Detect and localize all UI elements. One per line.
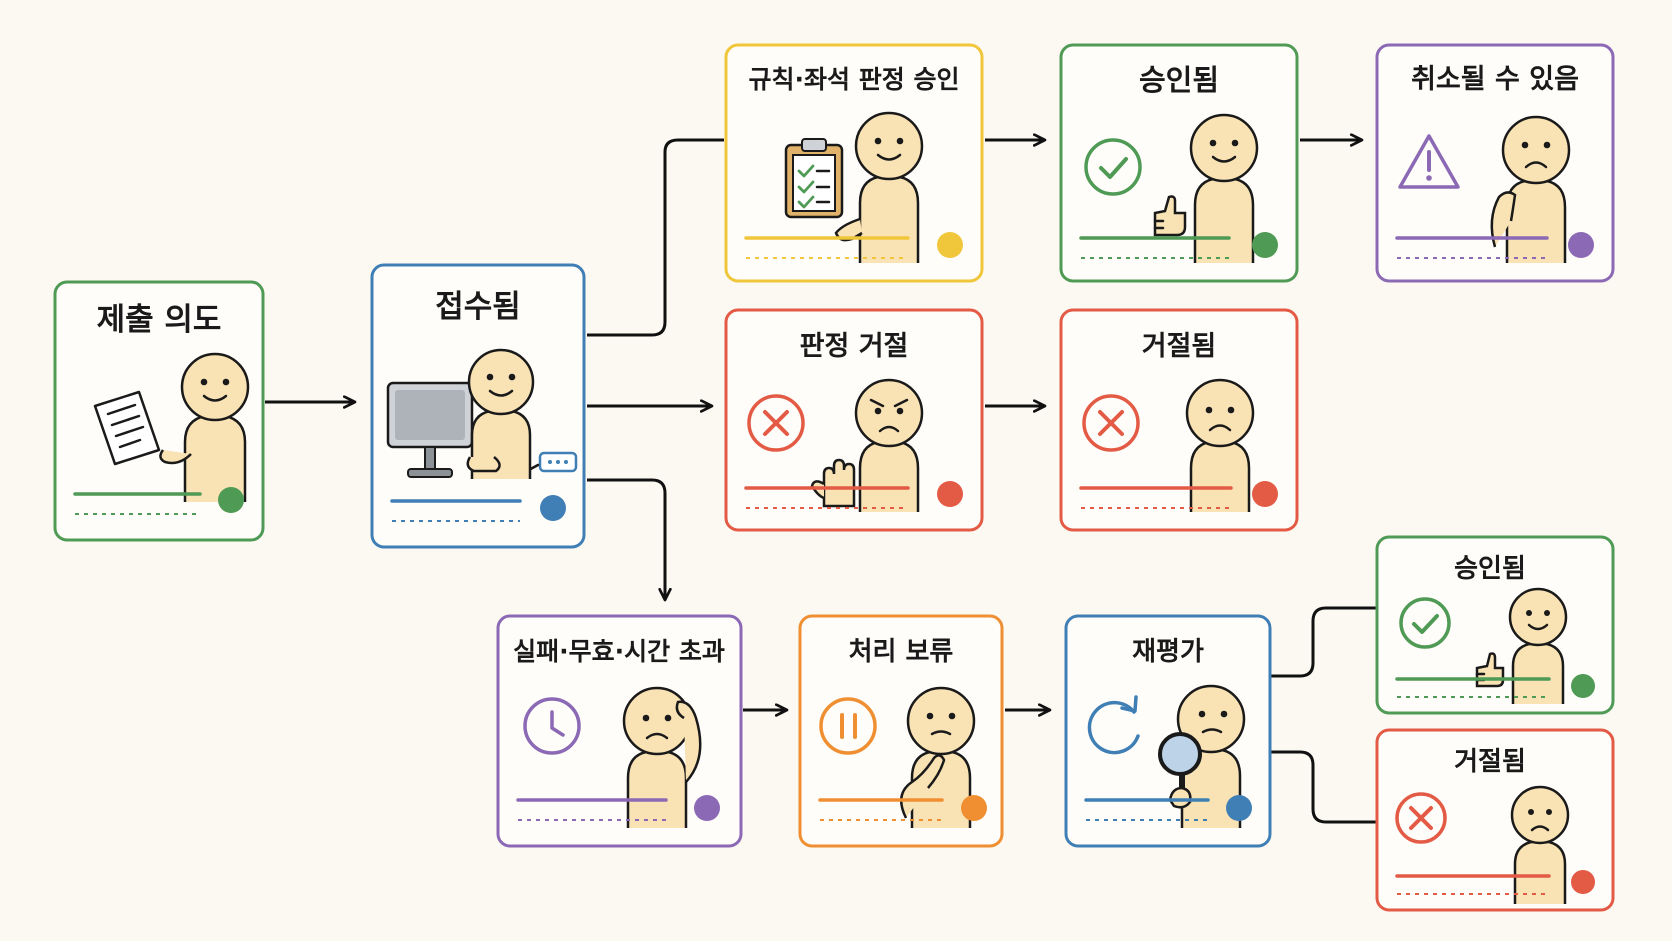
status-dot [937, 232, 963, 258]
node-title: 재평가 [1132, 637, 1204, 667]
node-rejected-2[interactable]: 거절됨 [1375, 728, 1615, 912]
node-title: 취소될 수 있음 [1411, 64, 1579, 95]
character-confused [622, 686, 702, 828]
node-title: 규칙·좌석 판정 승인 [749, 65, 960, 94]
connectors [265, 133, 1376, 824]
node-title: 처리 보류 [849, 637, 954, 667]
node-reevaluate[interactable]: 재평가 [1064, 614, 1272, 848]
stop-hand-icon [810, 458, 856, 508]
clock-icon [523, 697, 581, 755]
node-on-hold[interactable]: 처리 보류 [798, 614, 1004, 848]
node-failure[interactable]: 실패·무효·시간 초과 [496, 614, 743, 848]
document-icon [93, 390, 161, 466]
status-dot [218, 487, 244, 513]
magnifier-icon [1158, 732, 1202, 809]
status-dot [1226, 795, 1252, 821]
node-title: 거절됨 [1142, 331, 1217, 362]
character-happy [834, 111, 924, 263]
character-thumbs-up [1153, 113, 1259, 263]
node-title: 실패·무효·시간 초과 [513, 637, 725, 666]
node-title: 거절됨 [1454, 747, 1526, 777]
status-dot [1571, 674, 1595, 698]
check-circle-icon [1084, 138, 1142, 196]
node-title: 접수됨 [435, 289, 521, 325]
character-happy [159, 352, 250, 502]
status-dot [1568, 232, 1594, 258]
edge-received-failure [587, 478, 672, 602]
character-searching [1158, 684, 1246, 828]
character-thinking [899, 686, 976, 828]
computer-icon [386, 381, 578, 478]
warning-icon [1398, 134, 1460, 189]
node-approved-2[interactable]: 승인됨 [1375, 535, 1615, 715]
node-received[interactable]: 접수됨 [370, 263, 586, 549]
character-sad [1185, 378, 1255, 512]
character-worried [1490, 115, 1571, 263]
status-dot [540, 495, 566, 521]
x-circle-icon [1082, 394, 1140, 452]
edge-reevaluate-approved-2 [1270, 606, 1376, 678]
x-circle-icon [1395, 792, 1447, 844]
status-dot [1252, 481, 1278, 507]
node-intent[interactable]: 제출 의도 [53, 280, 265, 542]
edge-received-ruling-approve [587, 138, 724, 337]
check-circle-icon [1399, 597, 1451, 649]
node-title: 승인됨 [1454, 554, 1526, 584]
thumbs-up-icon [1153, 195, 1187, 237]
node-ruling-approve[interactable]: 규칙·좌석 판정 승인 [724, 43, 984, 283]
node-title: 제출 의도 [97, 302, 222, 338]
character-happy [466, 348, 535, 479]
status-dot [1571, 870, 1595, 894]
node-approved[interactable]: 승인됨 [1059, 43, 1299, 283]
status-dot [937, 481, 963, 507]
node-ruling-reject[interactable]: 판정 거절 [724, 308, 984, 532]
node-rejected[interactable]: 거절됨 [1059, 308, 1299, 532]
x-circle-icon [747, 394, 805, 452]
character-angry [810, 378, 924, 512]
status-dot [694, 795, 720, 821]
node-title: 승인됨 [1139, 63, 1219, 97]
node-title: 판정 거절 [800, 331, 909, 362]
refresh-icon [1087, 695, 1140, 755]
clipboard-check-icon [784, 138, 844, 219]
edge-reevaluate-rejected-2 [1270, 750, 1376, 824]
status-dot [961, 795, 987, 821]
status-dot [1252, 232, 1278, 258]
character-sad [1510, 785, 1570, 904]
node-may-cancel[interactable]: 취소될 수 있음 [1375, 43, 1615, 283]
pause-icon [819, 697, 877, 755]
